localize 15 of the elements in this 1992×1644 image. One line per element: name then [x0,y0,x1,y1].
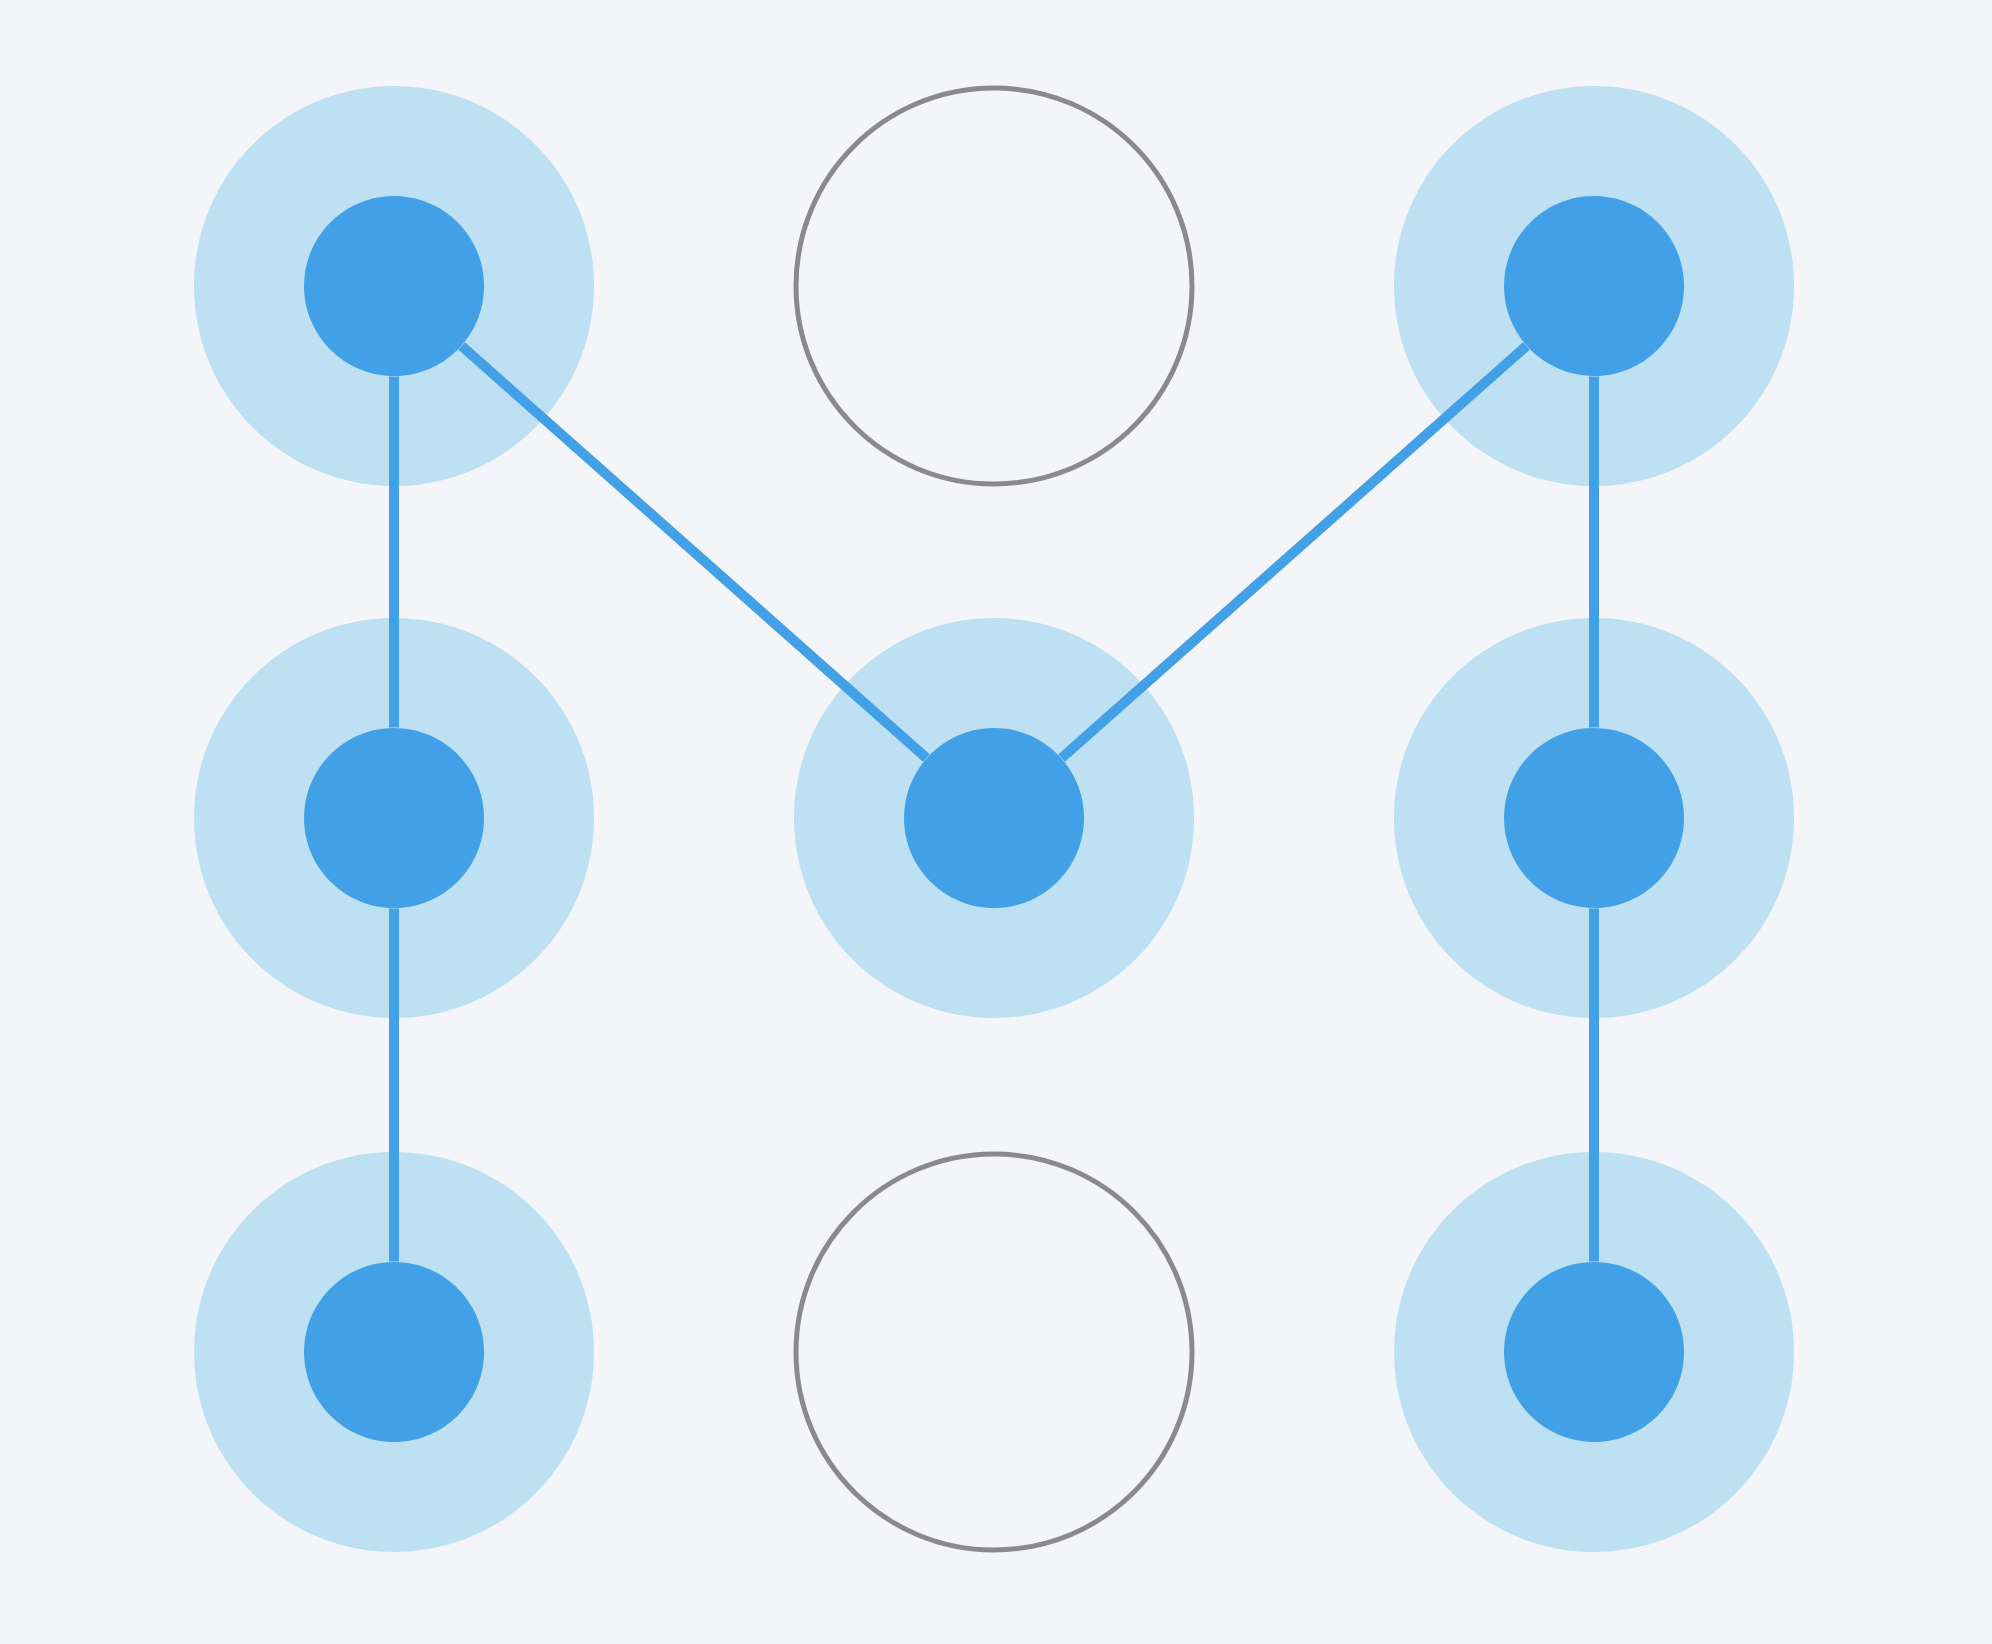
selected-dot [194,86,594,486]
connecting-line [1589,908,1599,1262]
connecting-line [458,342,930,762]
connecting-line [1058,342,1530,762]
selected-dot [1394,86,1794,486]
empty-circle [793,1151,1195,1553]
selected-dot [1394,618,1794,1018]
selected-dot [794,618,1194,1018]
connecting-line [389,376,399,728]
connecting-line [1589,376,1599,728]
empty-circle [793,85,1195,487]
selected-dot [194,618,594,1018]
connecting-line [389,908,399,1262]
selected-dot [1394,1152,1794,1552]
selected-dot [194,1152,594,1552]
